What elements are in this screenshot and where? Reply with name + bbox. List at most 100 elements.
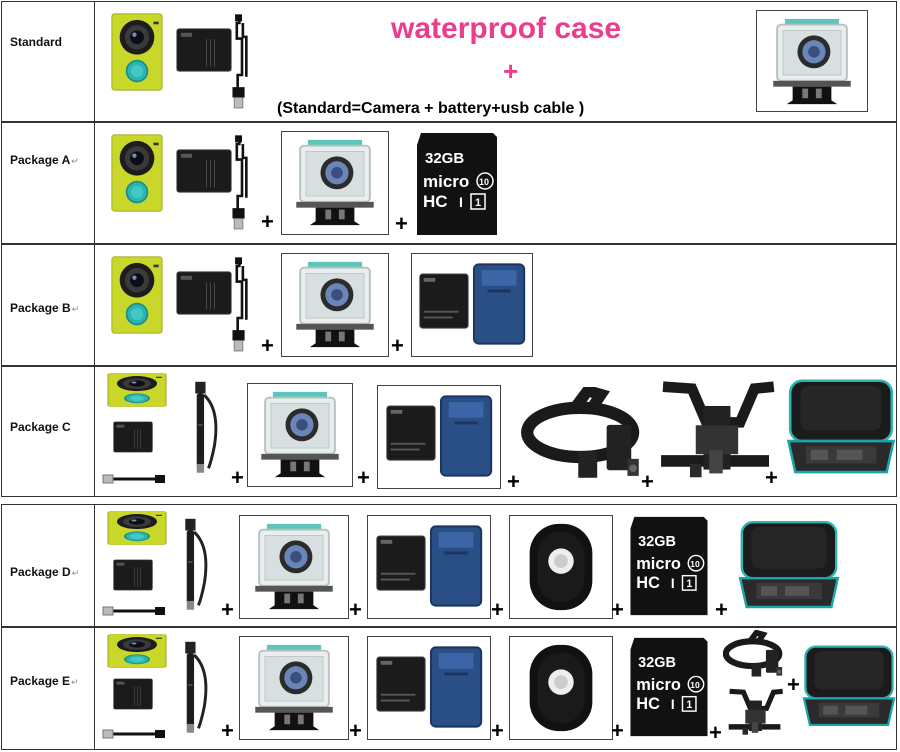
waterproof-case-image bbox=[251, 388, 349, 480]
label-cell: Package A↵ bbox=[2, 123, 95, 243]
charger-image-frame bbox=[411, 253, 533, 357]
remote-image-frame bbox=[509, 515, 613, 619]
sd-card-image: 32GB micro HC I 1 10 bbox=[417, 133, 497, 235]
svg-text:32GB: 32GB bbox=[638, 655, 676, 671]
row-content: waterproof case + (Standard=Camera + bat… bbox=[95, 2, 896, 121]
svg-text:32GB: 32GB bbox=[638, 534, 676, 550]
row-content: + + + + 32GB micro HC I 1 10 bbox=[95, 628, 896, 749]
yellow-camera-image bbox=[111, 253, 163, 337]
svg-text:10: 10 bbox=[479, 177, 489, 187]
plus-sign: + bbox=[641, 469, 654, 494]
svg-text:10: 10 bbox=[690, 680, 700, 690]
chest-harness-image bbox=[653, 379, 779, 485]
label-cell: Package E↵ bbox=[2, 628, 95, 749]
selfie-stick-image bbox=[175, 630, 219, 746]
row-content: + + bbox=[95, 245, 896, 365]
row-label: Package A↵ bbox=[10, 153, 79, 167]
svg-text:micro: micro bbox=[636, 555, 681, 573]
case-image-frame bbox=[756, 10, 868, 112]
remote-control-image bbox=[512, 518, 610, 616]
storage-case-image bbox=[801, 634, 896, 742]
head-strap-image bbox=[521, 387, 645, 491]
plus-sign: + bbox=[231, 465, 244, 490]
row-package-d: Package D↵ + + + + bbox=[1, 504, 897, 627]
header-plus: + bbox=[503, 56, 519, 86]
plus-sign: + bbox=[611, 597, 624, 622]
usb-cable-image bbox=[102, 606, 165, 616]
plus-sign: + bbox=[491, 597, 504, 622]
battery-image bbox=[175, 28, 233, 72]
svg-text:I: I bbox=[671, 576, 675, 591]
storage-case-image bbox=[737, 515, 841, 619]
svg-text:HC: HC bbox=[636, 574, 660, 592]
yellow-camera-image bbox=[111, 131, 163, 215]
battery-image bbox=[175, 271, 233, 315]
label-cell: Package B↵ bbox=[2, 245, 95, 365]
row-label: Package D↵ bbox=[10, 565, 80, 579]
case-image-frame bbox=[281, 131, 389, 235]
case-image-frame bbox=[239, 636, 349, 740]
plus-sign: + bbox=[395, 211, 408, 236]
row-content: + + 32GB micro HC I 1 10 bbox=[95, 123, 896, 243]
battery-image bbox=[113, 678, 153, 710]
sd-card-image: 32GB micro HC I 1 10 bbox=[630, 516, 708, 616]
yellow-camera-image bbox=[111, 10, 163, 94]
battery-image bbox=[175, 149, 233, 193]
remote-control-image bbox=[512, 639, 610, 737]
plus-sign: + bbox=[765, 465, 778, 490]
battery-charger-image bbox=[371, 522, 487, 610]
row-gap bbox=[0, 497, 900, 504]
usb-cable-image bbox=[229, 253, 255, 357]
svg-text:micro: micro bbox=[636, 676, 681, 694]
svg-text:1: 1 bbox=[686, 578, 692, 590]
row-package-b: Package B↵ + + bbox=[1, 244, 897, 366]
row-package-c: Package C + + + + + bbox=[1, 366, 897, 497]
chest-harness-image bbox=[725, 686, 785, 740]
svg-text:I: I bbox=[459, 194, 463, 210]
plus-sign: + bbox=[391, 333, 404, 358]
battery-image bbox=[113, 559, 153, 591]
plus-sign: + bbox=[611, 718, 624, 743]
plus-sign: + bbox=[261, 333, 274, 358]
charger-image-frame bbox=[377, 385, 501, 489]
battery-image bbox=[113, 421, 153, 453]
yellow-camera-image bbox=[107, 511, 167, 545]
case-image-frame bbox=[247, 383, 353, 487]
svg-text:HC: HC bbox=[423, 192, 448, 211]
waterproof-case-image bbox=[286, 136, 384, 228]
usb-cable-image bbox=[102, 474, 165, 484]
standard-note: (Standard=Camera + battery+usb cable ) bbox=[277, 100, 585, 117]
row-package-e: Package E↵ + + + + bbox=[1, 627, 897, 750]
plus-sign: + bbox=[715, 597, 728, 622]
battery-charger-image bbox=[371, 643, 487, 731]
sd-card-image: 32GB micro HC I 1 10 bbox=[630, 637, 708, 737]
plus-sign: + bbox=[349, 597, 362, 622]
plus-sign: + bbox=[507, 469, 520, 494]
svg-text:1: 1 bbox=[475, 197, 481, 209]
row-package-a: Package A↵ + + 32GB micro HC I 1 10 bbox=[1, 122, 897, 244]
case-image-frame bbox=[281, 253, 389, 357]
row-content: + + + + 32GB micro HC I 1 10 bbox=[95, 505, 896, 626]
svg-text:32GB: 32GB bbox=[425, 150, 464, 167]
battery-charger-image bbox=[381, 392, 497, 480]
waterproof-case-image bbox=[245, 520, 343, 612]
plus-sign: + bbox=[261, 209, 274, 234]
plus-sign: + bbox=[221, 597, 234, 622]
head-strap-image bbox=[723, 630, 785, 684]
row-label: Package B↵ bbox=[10, 301, 80, 315]
selfie-stick-image bbox=[185, 369, 229, 487]
usb-cable-image bbox=[229, 131, 255, 235]
row-label: Package C bbox=[10, 420, 71, 434]
storage-case-image bbox=[785, 373, 896, 485]
svg-text:micro: micro bbox=[423, 172, 469, 191]
selfie-stick-image bbox=[175, 507, 219, 623]
plus-sign: + bbox=[491, 718, 504, 743]
svg-text:10: 10 bbox=[690, 559, 700, 569]
remote-image-frame bbox=[509, 636, 613, 740]
charger-image-frame bbox=[367, 636, 491, 740]
row-label: Standard bbox=[10, 35, 63, 49]
label-cell: Package C bbox=[2, 367, 95, 496]
waterproof-case-image bbox=[245, 641, 343, 733]
usb-cable-image bbox=[102, 729, 165, 739]
